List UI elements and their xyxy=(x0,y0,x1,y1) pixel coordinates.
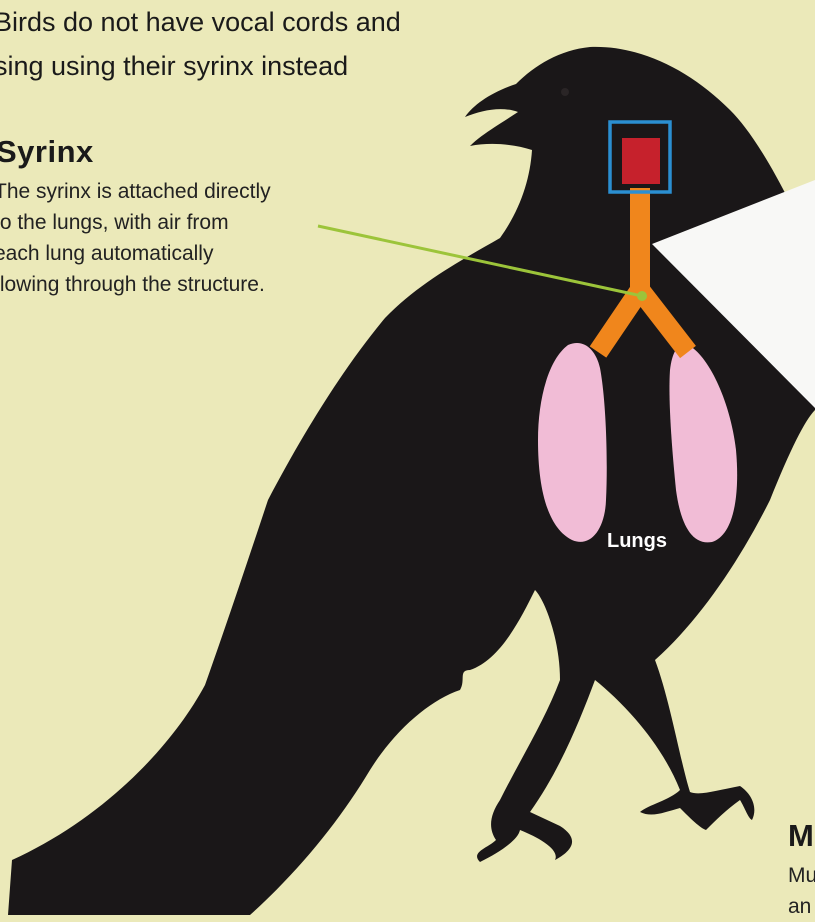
lungs-label: Lungs xyxy=(607,530,667,553)
corner-line-1: Mu xyxy=(788,860,815,891)
headline-line-1: Birds do not have vocal cords and xyxy=(0,0,514,44)
corner-line-2: an xyxy=(788,891,815,922)
pointer-dot xyxy=(637,291,647,301)
syrinx-line-1: The syrinx is attached directly xyxy=(0,176,334,207)
syrinx-title: Syrinx xyxy=(0,134,94,170)
syrinx-line-4: flowing through the structure. xyxy=(0,269,334,300)
syrinx-line-3: each lung automatically xyxy=(0,238,334,269)
corner-section-text: Mu an xyxy=(788,860,815,922)
syrinx-line-2: to the lungs, with air from xyxy=(0,207,334,238)
syrinx-box xyxy=(622,138,660,184)
headline-line-2: sing using their syrinx instead xyxy=(0,44,514,88)
bird-eye xyxy=(561,88,569,96)
corner-section-title: M xyxy=(788,818,814,854)
syrinx-description: The syrinx is attached directly to the l… xyxy=(0,176,334,300)
headline: Birds do not have vocal cords and sing u… xyxy=(0,0,514,88)
